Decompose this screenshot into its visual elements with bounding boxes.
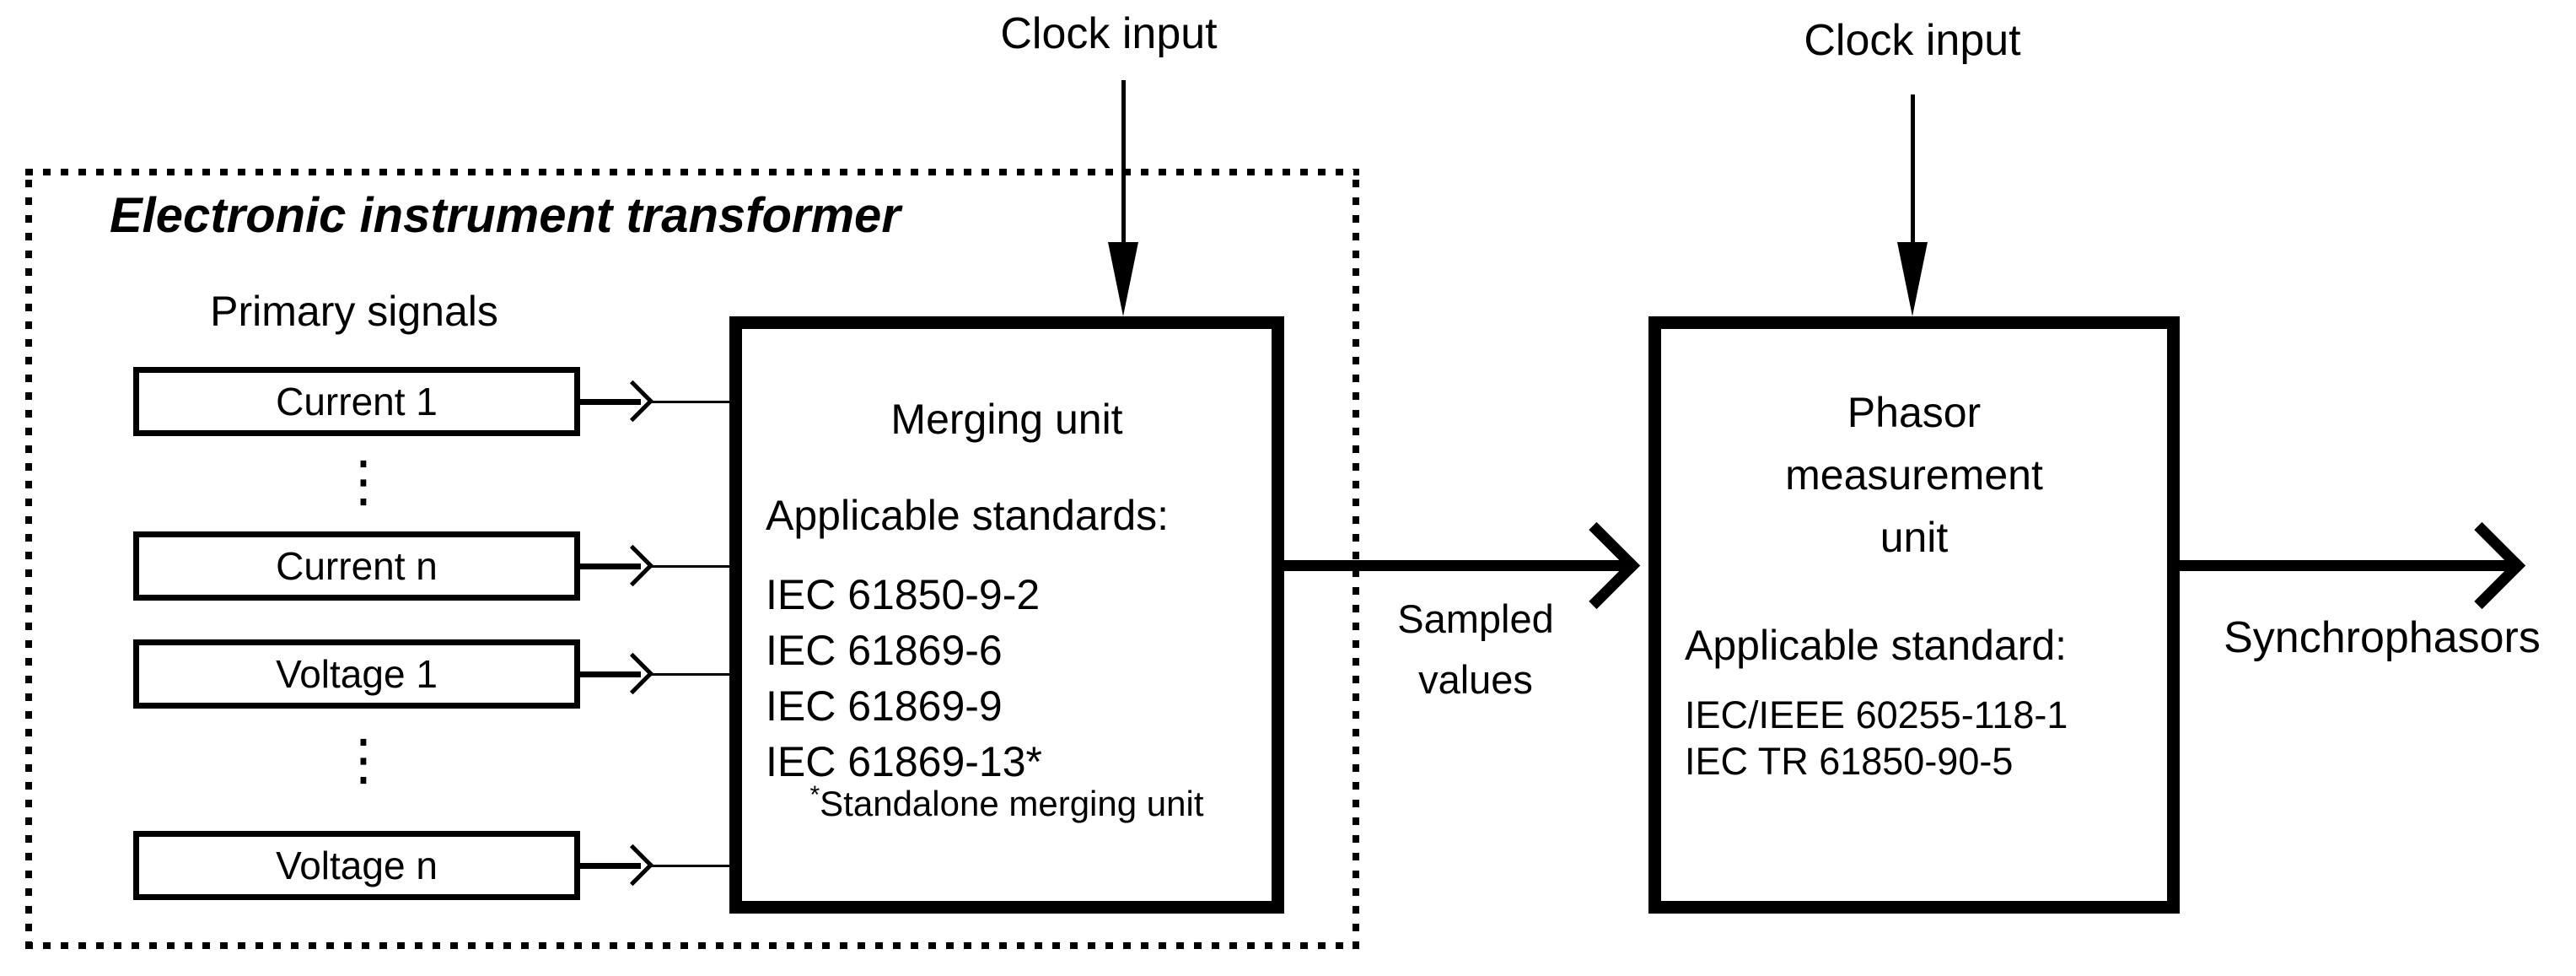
- merging-unit-standard: IEC 61869-6: [766, 627, 1003, 674]
- merging-unit-title: Merging unit: [890, 396, 1123, 443]
- input-box-current-n: Current n: [133, 531, 580, 601]
- input-box-label: Voltage 1: [276, 652, 438, 696]
- clock-arrow-right-line: [1911, 94, 1915, 249]
- input-box-label: Voltage n: [276, 844, 438, 887]
- connector-current-n-line: [649, 565, 736, 568]
- clock-input-label-right: Clock input: [1804, 16, 2021, 65]
- connector-voltage-n-stub: [580, 863, 641, 869]
- input-box-label: Current n: [276, 544, 438, 588]
- pmu-standard: IEC/IEEE 60255-118-1: [1685, 693, 2068, 736]
- pmu-standards-heading: Applicable standard:: [1685, 622, 2068, 669]
- connector-current-1-stub: [580, 399, 641, 405]
- synchrophasors-arrowhead-icon: [2438, 521, 2526, 610]
- pmu-title: Phasor measurement unit: [1785, 389, 2043, 561]
- merging-unit-standards-list: IEC 61850-9-2 IEC 61869-6 IEC 61869-9 IE…: [766, 567, 1042, 790]
- connector-current-n-stub: [580, 563, 641, 569]
- clock-input-label-left: Clock input: [1000, 9, 1218, 58]
- input-box-voltage-n: Voltage n: [133, 831, 580, 900]
- input-box-label: Current 1: [276, 380, 438, 423]
- primary-signals-label: Primary signals: [210, 288, 498, 335]
- clock-arrow-right-arrowhead-icon: [1897, 242, 1928, 316]
- vertical-ellipsis: ⋮: [336, 449, 391, 514]
- connector-voltage-1-line: [649, 673, 736, 676]
- merging-unit-standard: IEC 61850-9-2: [766, 571, 1041, 618]
- merging-unit-footnote: *Standalone merging unit: [742, 781, 1272, 824]
- merging-unit-standard: IEC 61869-13*: [766, 738, 1043, 785]
- group-title: Electronic instrument transformer: [110, 188, 901, 243]
- connector-voltage-n-line: [649, 865, 736, 867]
- pmu-standard: IEC TR 61850-90-5: [1685, 740, 2014, 783]
- input-box-current-1: Current 1: [133, 367, 580, 436]
- connector-voltage-1-stub: [580, 671, 641, 677]
- footnote-marker: *: [809, 781, 820, 809]
- pmu-standards-list: IEC/IEEE 60255-118-1 IEC TR 61850-90-5: [1685, 692, 2068, 785]
- merging-unit-standards-heading: Applicable standards:: [766, 492, 1170, 539]
- clock-arrow-left-line: [1121, 80, 1126, 249]
- merging-unit-box: Merging unit Applicable standards: IEC 6…: [729, 316, 1284, 914]
- input-box-voltage-1: Voltage 1: [133, 639, 580, 709]
- sampled-values-arrow-line: [1284, 560, 1632, 571]
- synchrophasors-arrow-line: [2180, 560, 2517, 571]
- connector-current-1-line: [649, 401, 736, 403]
- synchrophasors-label: Synchrophasors: [2224, 613, 2541, 662]
- sampled-values-label: Sampled values: [1397, 596, 1554, 702]
- merging-unit-standard: IEC 61869-9: [766, 682, 1003, 730]
- pmu-box: Phasor measurement unit Applicable stand…: [1648, 316, 2180, 914]
- vertical-ellipsis: ⋮: [336, 727, 391, 792]
- footnote-text: Standalone merging unit: [820, 784, 1204, 823]
